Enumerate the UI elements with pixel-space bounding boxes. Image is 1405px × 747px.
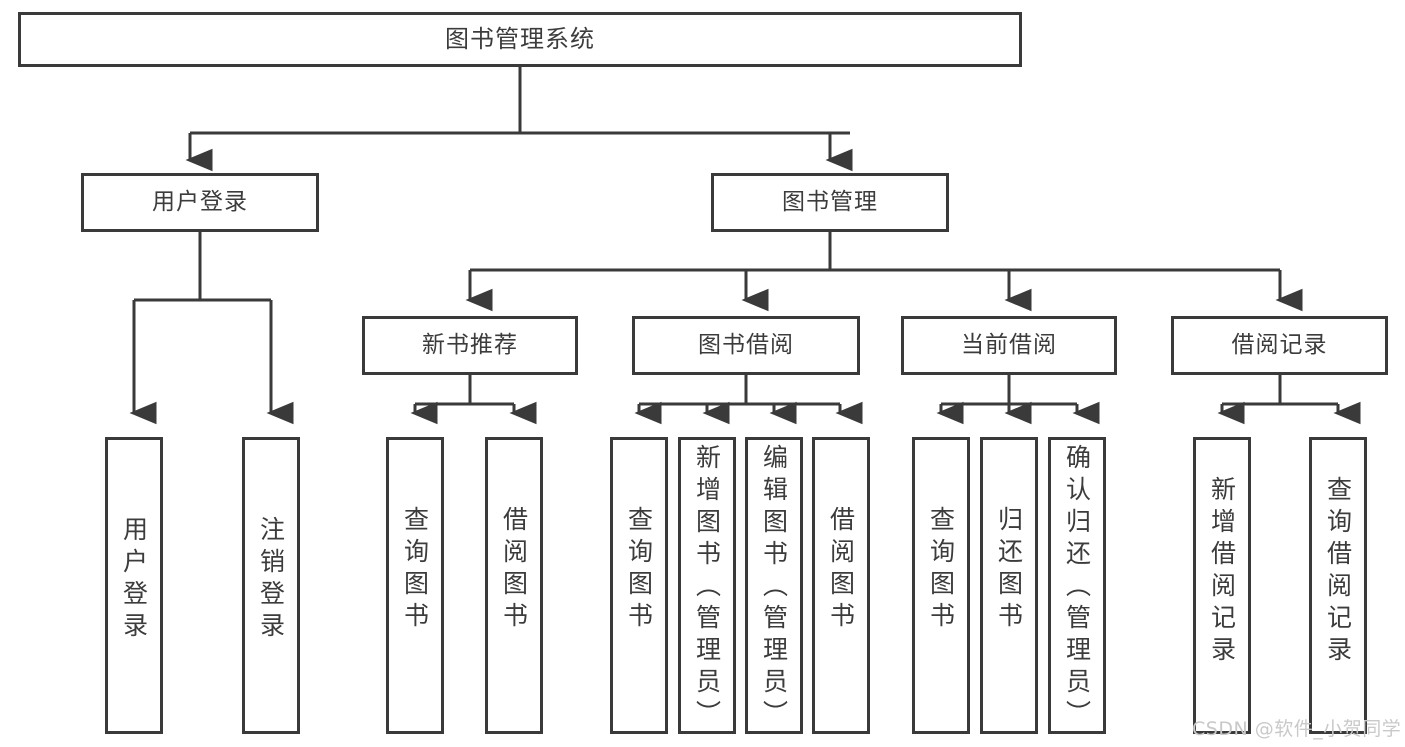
node-leaf-return-book[interactable]: 归还图书 — [980, 437, 1038, 734]
node-leaf-user-login-label: 用户登录 — [119, 516, 149, 644]
node-borrow-record-label: 借阅记录 — [1231, 331, 1328, 358]
node-leaf-borrow-book-2[interactable]: 借阅图书 — [812, 437, 870, 734]
watermark: CSDN @软件_小贺同学 — [1192, 718, 1402, 740]
node-new-book-recommend[interactable]: 新书推荐 — [362, 316, 578, 375]
node-leaf-logout-login[interactable]: 注销登录 — [242, 437, 300, 734]
node-leaf-return-book-label: 归还图书 — [994, 506, 1024, 634]
node-leaf-query-record[interactable]: 查询借阅记录 — [1309, 437, 1367, 734]
node-leaf-query-book-1-label: 查询图书 — [400, 506, 430, 634]
node-root[interactable]: 图书管理系统 — [18, 12, 1022, 67]
node-leaf-query-book-2[interactable]: 查询图书 — [610, 437, 668, 734]
node-borrow-record[interactable]: 借阅记录 — [1171, 316, 1388, 375]
node-leaf-query-record-label: 查询借阅记录 — [1323, 476, 1353, 668]
node-leaf-add-record[interactable]: 新增借阅记录 — [1193, 437, 1251, 734]
node-leaf-edit-book[interactable]: 编辑图书（管理员） — [745, 437, 803, 734]
node-leaf-edit-book-label: 编辑图书（管理员） — [759, 444, 789, 732]
node-leaf-borrow-book-1[interactable]: 借阅图书 — [485, 437, 543, 734]
node-book-borrow-label: 图书借阅 — [698, 331, 794, 358]
node-book-borrow[interactable]: 图书借阅 — [632, 316, 860, 375]
node-book-manage[interactable]: 图书管理 — [711, 173, 949, 232]
node-new-book-recommend-label: 新书推荐 — [422, 331, 518, 358]
node-leaf-query-book-2-label: 查询图书 — [624, 506, 654, 634]
node-leaf-add-book-label: 新增图书（管理员） — [692, 444, 722, 732]
node-leaf-add-record-label: 新增借阅记录 — [1207, 476, 1237, 668]
node-root-label: 图书管理系统 — [445, 25, 595, 54]
node-leaf-confirm-return-label: 确认归还（管理员） — [1062, 444, 1092, 732]
node-book-manage-label: 图书管理 — [782, 188, 878, 215]
node-current-borrow-label: 当前借阅 — [961, 331, 1057, 358]
node-leaf-query-book-3-label: 查询图书 — [926, 506, 956, 634]
node-user-login[interactable]: 用户登录 — [81, 173, 319, 232]
node-leaf-query-book-1[interactable]: 查询图书 — [386, 437, 444, 734]
node-leaf-logout-login-label: 注销登录 — [256, 516, 286, 644]
node-current-borrow[interactable]: 当前借阅 — [901, 316, 1117, 375]
node-leaf-confirm-return[interactable]: 确认归还（管理员） — [1048, 437, 1106, 734]
node-leaf-query-book-3[interactable]: 查询图书 — [912, 437, 970, 734]
node-user-login-label: 用户登录 — [152, 188, 248, 215]
node-leaf-add-book[interactable]: 新增图书（管理员） — [678, 437, 736, 734]
node-leaf-user-login[interactable]: 用户登录 — [105, 437, 163, 734]
node-leaf-borrow-book-2-label: 借阅图书 — [826, 506, 856, 634]
node-leaf-borrow-book-1-label: 借阅图书 — [499, 506, 529, 634]
